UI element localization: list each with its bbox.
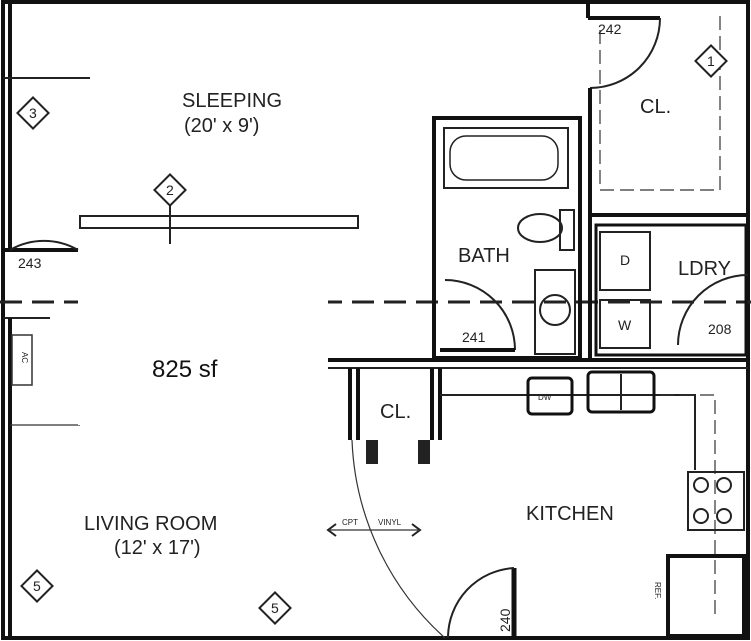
sleeping-dims: (20' x 9') [184,115,259,137]
closet-jamb [366,440,378,464]
dishwasher [526,376,574,416]
toilet-tank [559,209,575,251]
door-tag-242: 242 [598,21,622,37]
kitchen-sink [586,370,656,414]
bathtub [443,127,569,189]
door-swing-240 [446,567,515,639]
door-tag-240: 240 [497,608,513,632]
door-swing-241 [444,279,516,351]
laundry-label: LDRY [678,258,731,280]
kitchen-label: KITCHEN [526,503,614,525]
closet-top-label: CL. [640,96,671,118]
bath-label: BATH [458,245,510,267]
door-tag-243: 243 [18,255,42,271]
dryer [599,231,651,291]
svg-text:3: 3 [29,105,37,121]
door-swing-208 [677,274,749,346]
washer-label: W [618,317,632,333]
vanity [534,269,576,355]
refrigerator [666,554,746,638]
svg-text:5: 5 [33,578,41,594]
svg-text:2: 2 [166,182,174,198]
partition-wall [79,215,359,229]
tag-5-left: 5 [20,569,54,603]
upper-cabinet-line [660,394,716,620]
door-swing-242 [589,17,661,89]
range [687,471,745,531]
burner [716,508,732,524]
tag-5-bottom: 5 [258,591,292,625]
area-label: 825 sf [152,356,218,383]
living-dims: (12' x 17') [114,537,201,559]
washer [599,299,651,349]
door-swing-243 [9,239,79,251]
door-swing-main [351,439,446,639]
ac-label: AC [20,352,29,363]
counter-edge [440,394,696,470]
tag-2: 2 [153,173,187,207]
door-tag-241: 241 [462,329,486,345]
toilet [517,213,563,243]
living-label: LIVING ROOM [84,513,217,535]
tag-3: 3 [16,96,50,130]
sleeping-label: SLEEPING [182,90,282,112]
refrigerator-label: REF. [653,582,662,599]
burner [693,508,709,524]
door-tag-208: 208 [708,321,732,337]
flooring-left: CPT [342,518,358,527]
dishwasher-label: DW [538,393,552,402]
closet-walls [348,368,442,440]
closet-mid-label: CL. [380,401,411,423]
burner [693,477,709,493]
arrow-heads [326,523,422,537]
sink [539,294,571,326]
shelf-line [599,10,721,191]
tag-1: 1 [694,44,728,78]
laundry-walls [594,223,748,357]
area-label-box [78,300,328,425]
flooring-right: VINYL [378,518,402,527]
ac-unit [11,334,33,386]
dryer-label: D [620,252,630,268]
closet-jamb [418,440,430,464]
burner [716,477,732,493]
svg-text:1: 1 [707,53,715,69]
svg-text:5: 5 [271,600,279,616]
bathtub-basin [449,135,559,181]
